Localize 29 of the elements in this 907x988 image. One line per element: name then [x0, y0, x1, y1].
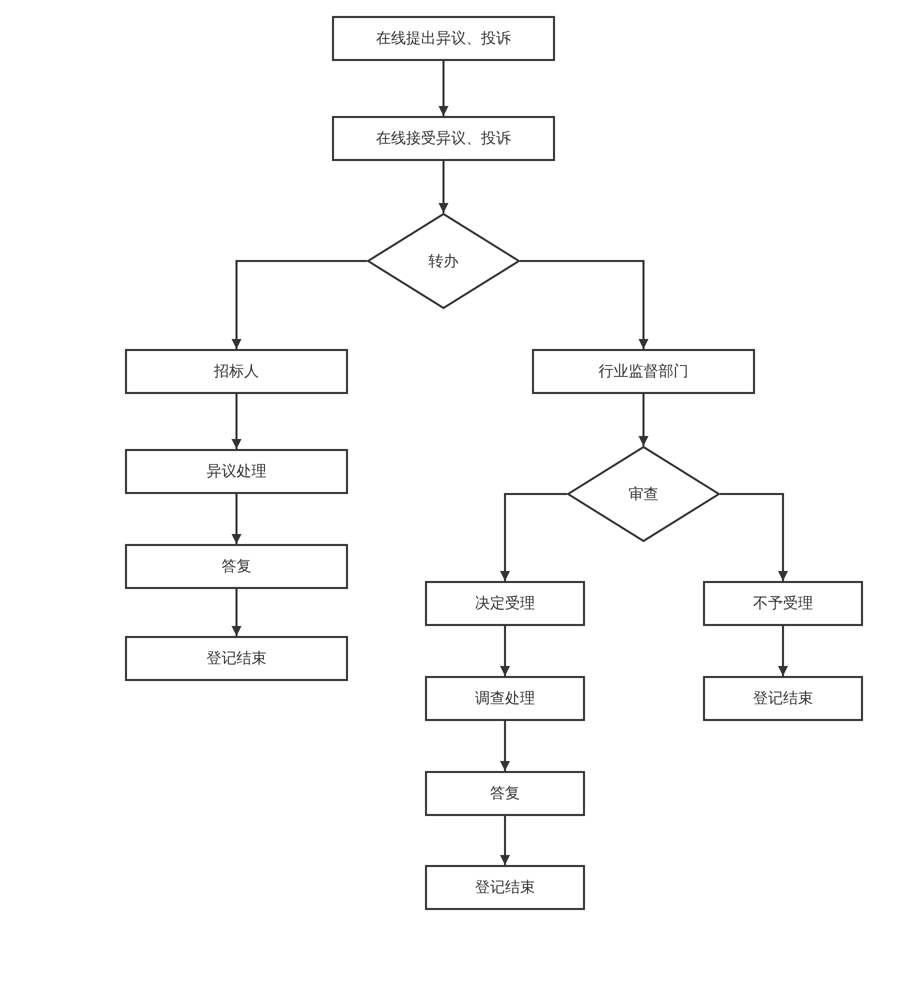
process-box: 在线接受异议、投诉	[332, 116, 555, 161]
process-box: 行业监督部门	[532, 349, 755, 394]
process-box: 不予受理	[703, 581, 863, 626]
process-box: 调查处理	[425, 676, 585, 721]
decision-diamond: 审查	[567, 446, 720, 542]
arrow	[500, 816, 510, 865]
arrow	[720, 493, 788, 581]
process-box: 异议处理	[125, 449, 348, 494]
process-box: 答复	[425, 771, 585, 816]
decision-diamond: 转办	[367, 213, 520, 309]
process-box: 招标人	[125, 349, 348, 394]
arrow	[500, 493, 567, 581]
arrow	[232, 394, 242, 449]
arrow	[232, 494, 242, 544]
process-box: 登记结束	[425, 865, 585, 910]
arrow	[232, 589, 242, 636]
process-box: 登记结束	[703, 676, 863, 721]
process-box: 在线提出异议、投诉	[332, 16, 555, 61]
arrow	[778, 626, 788, 676]
arrow	[500, 626, 510, 676]
arrow	[520, 260, 648, 349]
process-box: 答复	[125, 544, 348, 589]
arrow	[438, 161, 448, 213]
arrow	[232, 260, 367, 349]
arrow	[500, 721, 510, 771]
process-box: 登记结束	[125, 636, 348, 681]
arrow	[638, 394, 648, 446]
arrow	[438, 61, 448, 116]
process-box: 决定受理	[425, 581, 585, 626]
